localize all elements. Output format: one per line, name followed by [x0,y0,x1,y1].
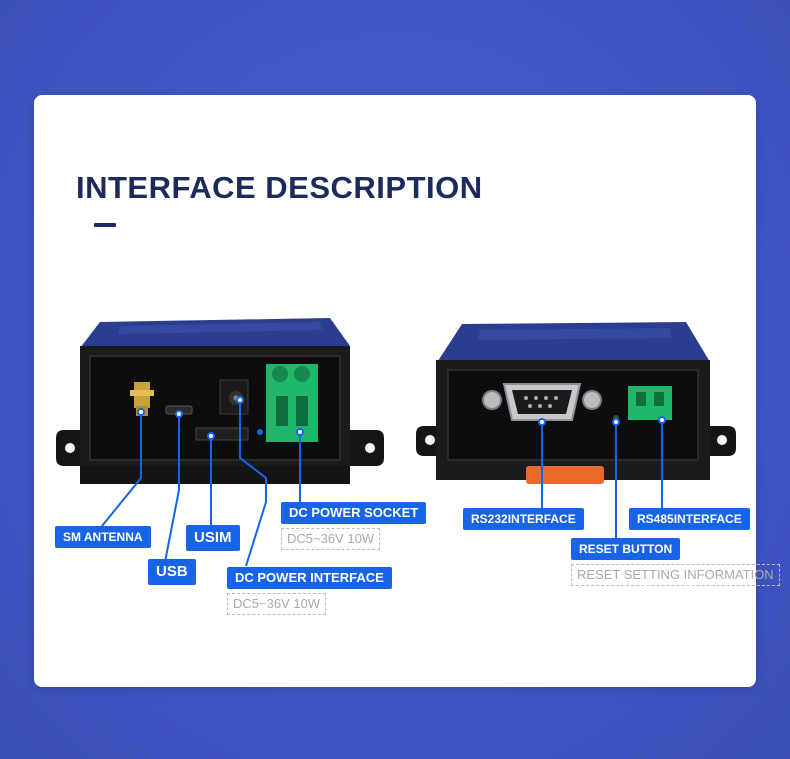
label-rs485: RS485INTERFACE [629,508,750,530]
left-device-image [56,318,384,484]
page-title: INTERFACE DESCRIPTION [76,170,483,205]
label-reset-button: RESET BUTTON [571,538,681,560]
label-usim: USIM [186,525,240,551]
label-sm-antenna: SM ANTENNA [55,526,151,548]
label-dc-power-socket: DC POWER SOCKET [281,502,427,524]
label-rs232: RS232INTERFACE [463,508,584,530]
dc-power-interface-spec: DC5~36V 10W [227,593,327,615]
dc-power-socket-spec: DC5~36V 10W [281,528,381,550]
label-dc-power-interface: DC POWER INTERFACE [227,567,392,589]
callout-lines [101,396,666,567]
title-underline [94,223,116,227]
right-device-image [416,322,736,484]
reset-setting-info: RESET SETTING INFORMATION [571,564,780,586]
label-usb: USB [148,559,196,585]
